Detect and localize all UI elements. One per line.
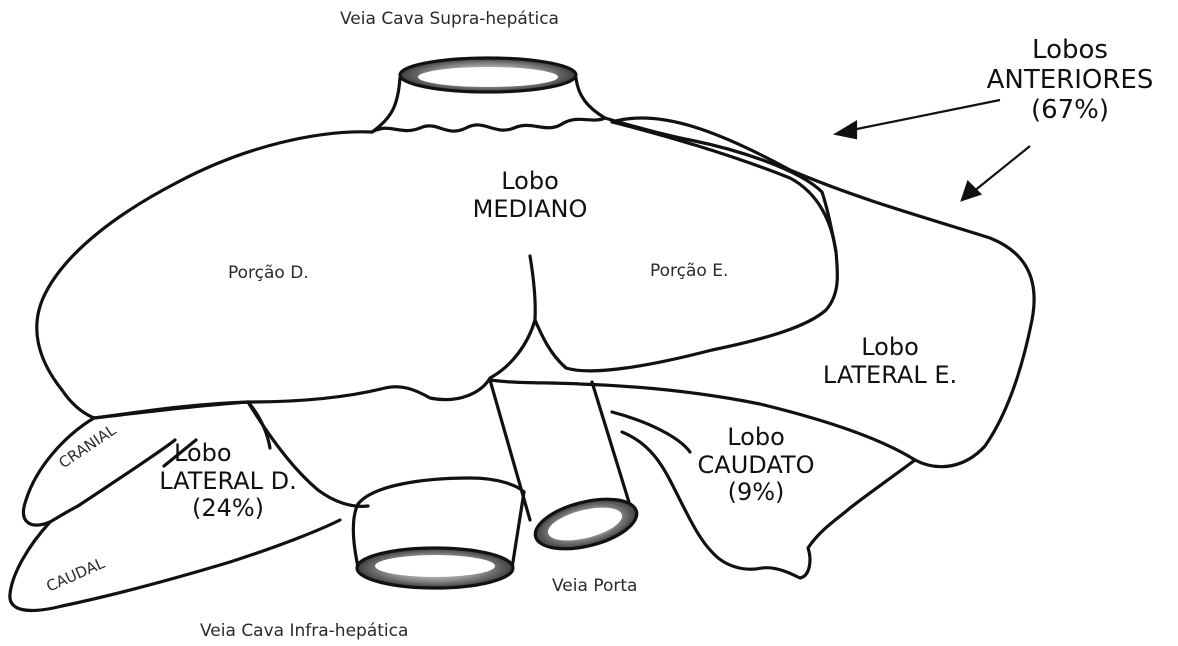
median-lobe-label: Lobo MEDIANO	[430, 168, 630, 223]
right-lateral-lobe-label: Lobo LATERAL D. (24%)	[128, 440, 328, 523]
suprahepatic-vena-cava-label: Veia Cava Supra-hepática	[340, 10, 559, 30]
anterior-lobes-label: Lobos ANTERIORES (67%)	[960, 36, 1178, 126]
caudate-lobe-label: Lobo CAUDATO (9%)	[676, 424, 836, 507]
right-portion-label: Porção D.	[228, 264, 309, 284]
left-lateral-lobe-fold	[612, 122, 836, 252]
infrahepatic-vena-cava-label: Veia Cava Infra-hepática	[200, 622, 408, 642]
portal-vein-shape	[490, 380, 642, 558]
left-portion-label: Porção E.	[650, 262, 728, 282]
median-lobe-notch	[530, 256, 535, 320]
suprahepatic-vena-cava-shape	[372, 58, 605, 132]
portal-vein-label: Veia Porta	[552, 577, 637, 597]
left-lateral-lobe-label: Lobo LATERAL E.	[780, 334, 1000, 389]
infrahepatic-vena-cava-shape	[353, 478, 524, 588]
